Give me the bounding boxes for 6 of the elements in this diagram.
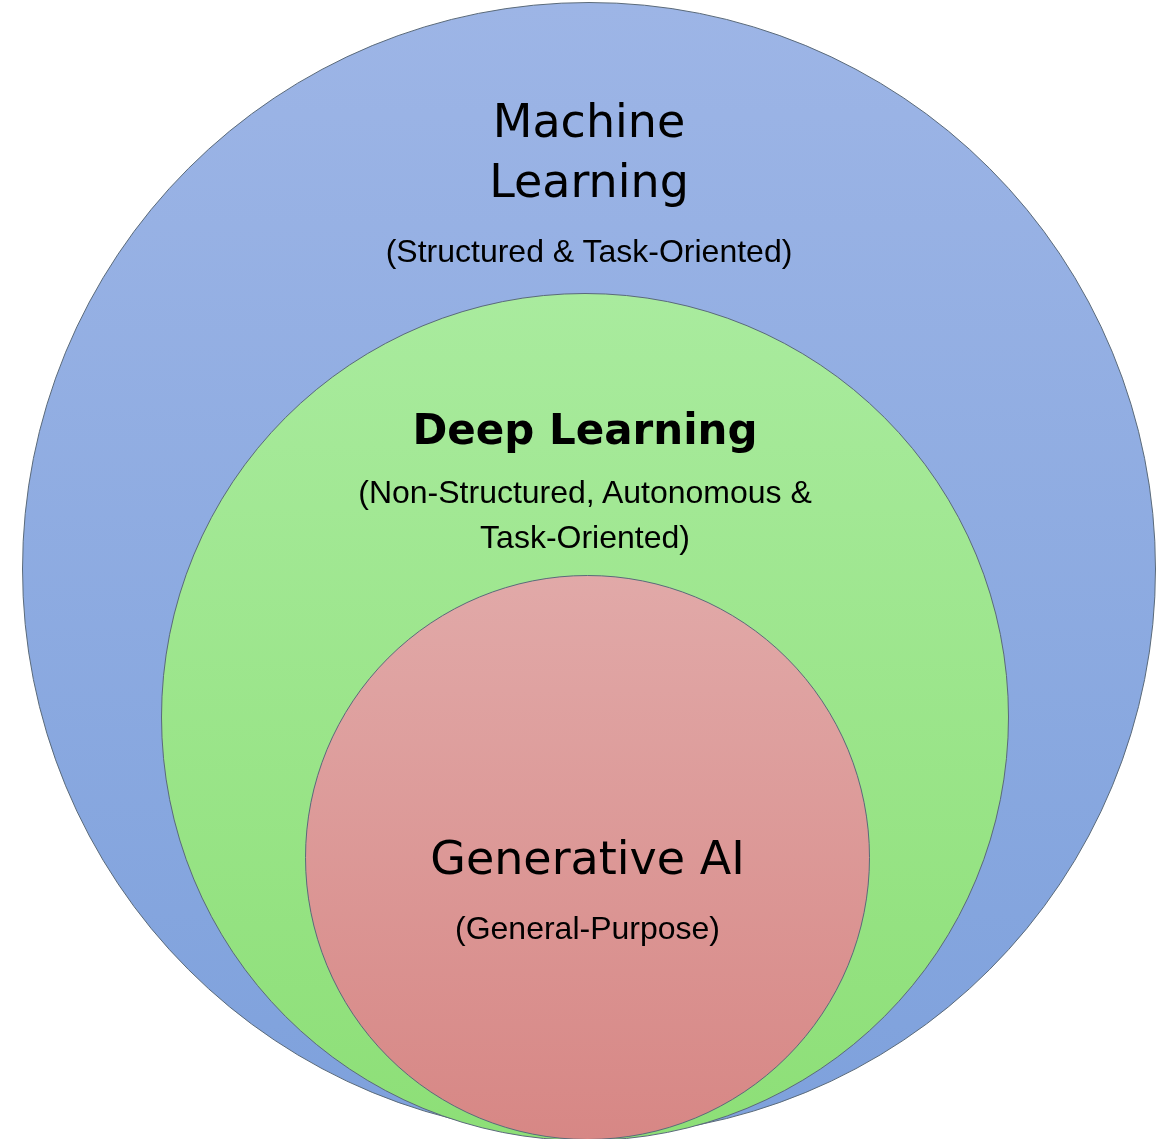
- circle-title: Deep Learning: [412, 404, 758, 456]
- circle-subtitle: (General-Purpose): [455, 909, 720, 948]
- circle-subtitle: (Non-Structured, Autonomous & Task-Oriented): [357, 473, 813, 557]
- circle-subtitle: (Structured & Task-Oriented): [385, 232, 793, 271]
- circle-title: Machine Learning: [488, 93, 690, 210]
- circle-title: Generative AI: [430, 830, 745, 887]
